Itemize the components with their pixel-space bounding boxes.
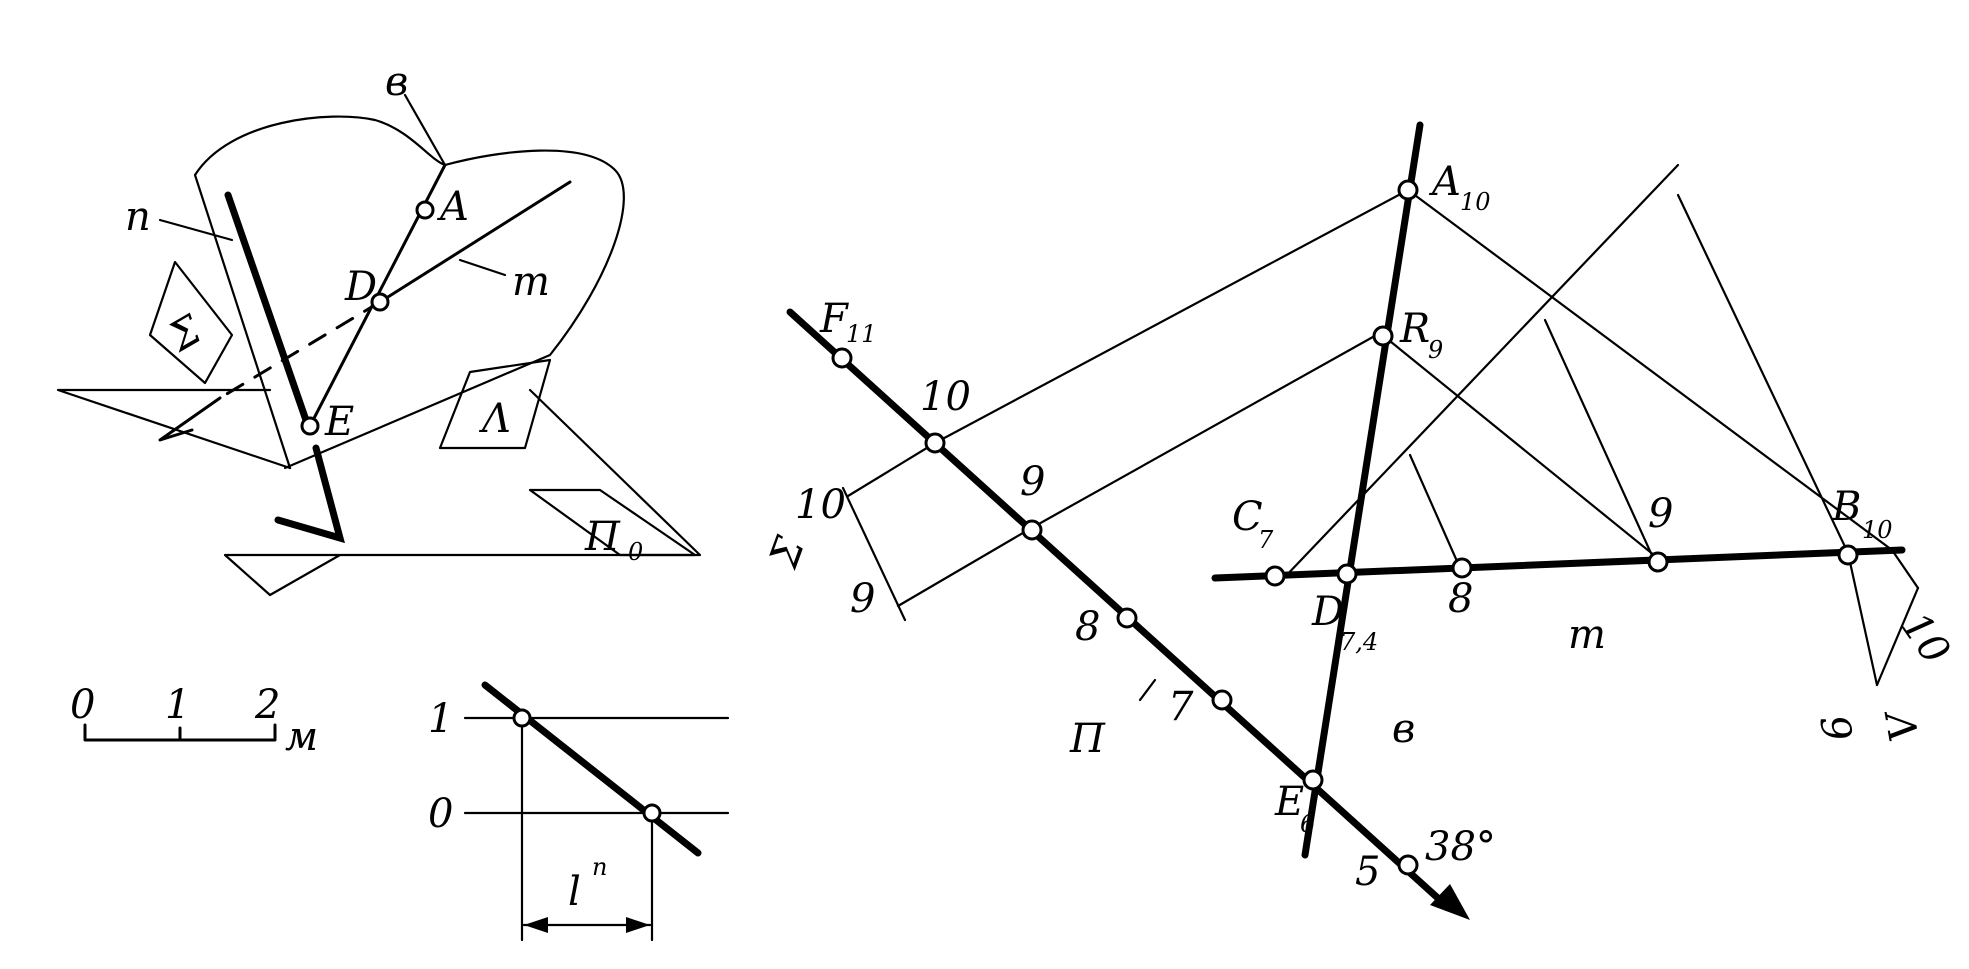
label-sigma-9: 9 [850, 576, 875, 622]
point-m-8 [1451, 557, 1473, 579]
point-m-9 [1647, 551, 1669, 573]
label-n: n [125, 194, 151, 240]
interval-diagram: 1 0 l n [428, 681, 730, 942]
leader-n [158, 218, 234, 242]
lambda-label: Λ [478, 396, 511, 442]
label-D-sub: 7,4 [1340, 628, 1378, 656]
interval-verticals [520, 720, 654, 942]
sigma-plate [148, 260, 234, 385]
line-n-arrow [1430, 884, 1470, 920]
line-b-projection [1301, 121, 1424, 859]
point-n-8 [1116, 607, 1138, 629]
label-A: A [1428, 159, 1461, 205]
label-m: m [1568, 612, 1606, 658]
label-b: в [385, 59, 408, 105]
point-C7 [1264, 565, 1286, 587]
point-E [300, 416, 320, 436]
label-b-line: в [1392, 706, 1415, 752]
point-n-10 [924, 432, 946, 454]
line-m-projection [1211, 546, 1906, 582]
surface-outline [193, 115, 625, 470]
pi0-plate [528, 488, 697, 557]
label-sigma-10: 10 [795, 482, 846, 528]
label-D: D [1311, 589, 1344, 635]
scale-bar: 0 1 2 м [70, 682, 318, 760]
label-A: A [436, 184, 469, 230]
line-m-end [158, 396, 222, 442]
label-A-sub: 10 [1460, 188, 1491, 216]
pi0-label: П [584, 514, 621, 560]
label-n-7: 7 [1168, 684, 1194, 730]
point-D74 [1336, 563, 1358, 585]
label-n-8: 8 [1075, 604, 1100, 650]
label-D: D [344, 264, 377, 310]
line-m [378, 180, 572, 304]
label-C-sub: 7 [1258, 526, 1274, 554]
interval-label-1: 1 [428, 696, 453, 742]
line-b-top [403, 93, 447, 167]
dim-arrow-right [626, 917, 650, 933]
horizontal-plane [56, 388, 702, 597]
label-C: C [1232, 494, 1263, 540]
interval-point-0 [642, 803, 662, 823]
line-n [224, 191, 345, 544]
line-n-tick [1138, 678, 1157, 702]
label-E-sub: 6 [1300, 810, 1315, 838]
interval-length-sup: n [592, 853, 607, 881]
label-n-9: 9 [1020, 459, 1045, 505]
sigma-label: Σ [160, 306, 210, 361]
label-lambda-10: 10 [1892, 604, 1959, 672]
label-E: E [1274, 779, 1304, 825]
interval-length-label: l [568, 869, 581, 915]
label-F: F [819, 296, 849, 342]
label-n-10: 10 [920, 374, 971, 420]
pi0-subscript: 0 [628, 538, 643, 566]
point-A10 [1397, 179, 1419, 201]
point-D [370, 292, 390, 312]
label-angle: 38° [1425, 824, 1496, 870]
label-n-line: П [1069, 716, 1106, 762]
construction-lines [841, 163, 1920, 687]
line-m-hidden [218, 300, 382, 400]
scale-tick-1: 1 [165, 682, 190, 728]
label-m-9: 9 [1648, 491, 1673, 537]
label-F-sub: 11 [846, 320, 877, 348]
point-F11 [831, 347, 853, 369]
pictorial-view: П 0 Σ Λ в A n D m E [56, 59, 702, 597]
point-B10 [1837, 544, 1859, 566]
label-E: E [324, 399, 354, 445]
lambda-plate [438, 358, 552, 450]
scale-line [83, 723, 277, 742]
label-m: m [512, 259, 550, 305]
point-R9 [1372, 325, 1394, 347]
point-n-5 [1397, 854, 1419, 876]
label-sigma: Σ [760, 530, 814, 575]
label-R: R [1399, 306, 1430, 352]
label-R-sub: 9 [1428, 336, 1443, 364]
label-lambda: Λ [1874, 705, 1925, 745]
point-A [415, 200, 435, 220]
point-n-7 [1211, 689, 1233, 711]
label-lambda-9: 9 [1810, 712, 1860, 745]
dim-arrow-left [524, 917, 548, 933]
scale-tick-2: 2 [254, 682, 280, 728]
leader-m [458, 258, 507, 277]
projection-view: F 11 A 10 R 9 C 7 D 7,4 E 6 B 10 10 9 8 … [760, 121, 1959, 920]
point-n-9 [1021, 519, 1043, 541]
label-B: B [1831, 484, 1861, 530]
label-B-sub: 10 [1862, 516, 1893, 544]
point-E6 [1302, 769, 1324, 791]
line-n-projection [786, 308, 1444, 904]
interval-label-0: 0 [428, 791, 453, 837]
interval-point-1 [512, 708, 532, 728]
label-n-5: 5 [1355, 849, 1380, 895]
lambda-scale [1846, 548, 1920, 687]
label-m-8: 8 [1448, 576, 1473, 622]
scale-unit: м [285, 714, 318, 760]
scale-tick-0: 0 [70, 682, 95, 728]
